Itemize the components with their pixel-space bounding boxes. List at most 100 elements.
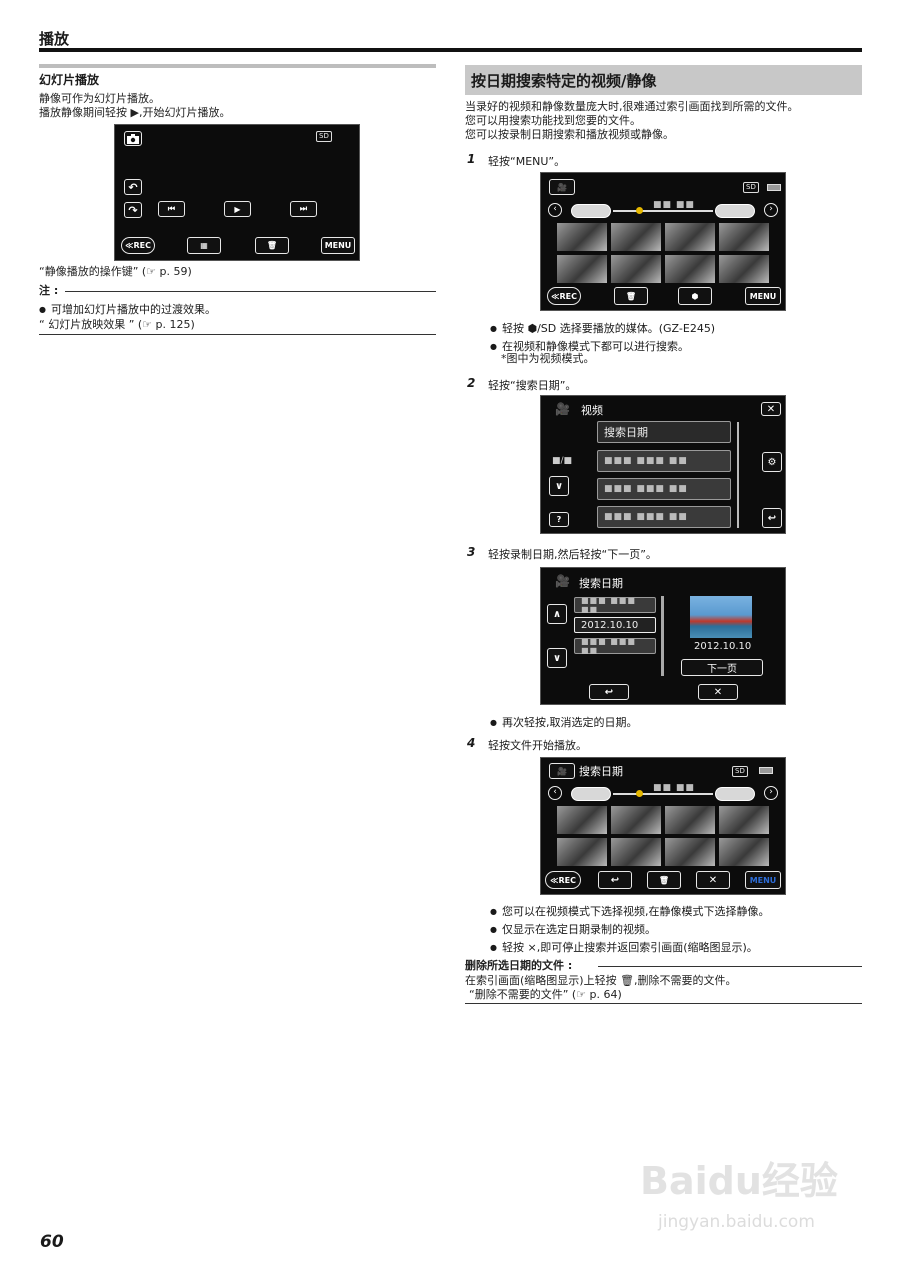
step-number: 1	[467, 152, 476, 166]
bullet: 在视频和静像模式下都可以进行搜索。	[490, 338, 689, 354]
thumbnail[interactable]	[665, 838, 715, 866]
next-page-icon[interactable]: ›	[764, 786, 778, 800]
video-mode-icon[interactable]: 🎥	[549, 763, 575, 779]
trash-icon[interactable]: 🗑	[647, 871, 681, 889]
scrollbar[interactable]	[737, 422, 739, 528]
media-select-icon[interactable]: ⬢	[678, 287, 712, 305]
menu-item[interactable]: ■■■ ■■■ ■■	[597, 478, 731, 500]
section-title-slideshow: 幻灯片播放	[39, 73, 100, 87]
step-number: 2	[467, 376, 476, 390]
thumbnail[interactable]	[611, 255, 661, 283]
video-mode-icon[interactable]: 🎥	[549, 179, 575, 195]
menu-button[interactable]: MENU	[321, 237, 355, 254]
next-button[interactable]: ⏭	[290, 201, 317, 217]
thumbnail[interactable]	[719, 806, 769, 834]
timeline-marker[interactable]	[636, 207, 643, 214]
previous-button[interactable]: ⏮	[158, 201, 185, 217]
previous-page-icon[interactable]: ‹	[548, 786, 562, 800]
reference-link[interactable]: “静像播放的操作键” (☞ p. 59)	[39, 265, 192, 278]
close-icon[interactable]: ✕	[761, 402, 781, 416]
scroll-up-icon[interactable]: ∧	[547, 604, 567, 624]
note-item: 可增加幻灯片播放中的过渡效果。	[39, 301, 216, 317]
play-button[interactable]: ▶	[224, 201, 251, 217]
rotate-left-button[interactable]: ↶	[124, 179, 142, 195]
menu-item-search-date[interactable]: 搜索日期	[597, 421, 731, 443]
step-text: 轻按“搜索日期”。	[488, 379, 577, 392]
trash-icon[interactable]: 🗑	[255, 237, 289, 254]
delete-note-title: 删除所选日期的文件 :	[465, 959, 573, 972]
scroll-down-icon[interactable]: ∨	[549, 476, 569, 496]
rec-button[interactable]: ≪REC	[545, 871, 581, 889]
back-icon[interactable]: ↩	[762, 508, 782, 528]
sd-badge: SD	[732, 766, 748, 777]
intro-line: 您可以用搜索功能找到您要的文件。	[465, 114, 641, 127]
delete-note-text: 在索引画面(缩略图显示)上轻按 🗑,删除不需要的文件。	[465, 974, 737, 987]
chapter-title: 播放	[39, 30, 70, 48]
thumbnail[interactable]	[611, 223, 661, 251]
thumbnail[interactable]	[665, 806, 715, 834]
timeline-bar	[613, 793, 713, 795]
note-reference-link[interactable]: “ 幻灯片放映效果 ” (☞ p. 125)	[39, 318, 195, 331]
timeline-marker[interactable]	[636, 790, 643, 797]
intro-line: 静像可作为幻灯片播放。	[39, 92, 160, 105]
next-page-button[interactable]: 下一页	[681, 659, 763, 676]
close-icon[interactable]: ✕	[696, 871, 730, 889]
previous-page-icon[interactable]: ‹	[548, 203, 562, 217]
bullet: 轻按 ⬢/SD 选择要播放的媒体。(GZ-E245)	[490, 320, 715, 336]
date-pill	[571, 204, 611, 218]
step-number: 4	[467, 736, 476, 750]
note-rule	[65, 291, 436, 292]
thumbnail[interactable]	[665, 223, 715, 251]
date-pill	[715, 204, 755, 218]
back-icon[interactable]: ↩	[589, 684, 629, 700]
date-label: ■■ ■■	[653, 783, 695, 793]
menu-item[interactable]: ■■■ ■■■ ■■	[597, 450, 731, 472]
thumbnail[interactable]	[719, 838, 769, 866]
close-icon[interactable]: ✕	[698, 684, 738, 700]
thumbnail[interactable]	[557, 806, 607, 834]
bullet: 轻按 ×,即可停止搜索并返回索引画面(缩略图显示)。	[490, 939, 758, 955]
index-screen: 🎥 SD ‹ ■■ ■■ › ≪REC 🗑 ⬢ MENU	[540, 172, 786, 311]
date-item[interactable]: ■■■ ■■■ ■■	[574, 596, 656, 614]
gear-icon[interactable]: ⚙	[762, 452, 782, 472]
trash-icon[interactable]: 🗑	[614, 287, 648, 305]
thumbnail[interactable]	[719, 223, 769, 251]
bullet-subnote: *图中为视频模式。	[501, 352, 595, 365]
mode-indicator: ■/■	[552, 456, 573, 466]
rec-button[interactable]: ≪REC	[547, 287, 581, 305]
thumbnail[interactable]	[557, 838, 607, 866]
menu-button[interactable]: MENU	[745, 287, 781, 305]
battery-icon	[759, 767, 773, 774]
thumbnail[interactable]	[719, 255, 769, 283]
scrollbar[interactable]	[661, 596, 664, 676]
note-label: 注 :	[39, 284, 59, 297]
battery-icon	[767, 184, 781, 191]
delete-reference-link[interactable]: “删除不需要的文件” (☞ p. 64)	[469, 988, 622, 1001]
step-number: 3	[467, 545, 476, 559]
page-number: 60	[40, 1232, 64, 1252]
date-pill	[715, 787, 755, 801]
date-search-screen: 🎥 搜索日期 ∧ ∨ ■■■ ■■■ ■■ 2012.10.10 ■■■ ■■■…	[540, 567, 786, 705]
scroll-down-icon[interactable]: ∨	[547, 648, 567, 668]
rotate-right-button[interactable]: ↷	[124, 202, 142, 218]
preview-date: 2012.10.10	[694, 641, 752, 652]
thumbnail[interactable]	[557, 223, 607, 251]
help-button[interactable]: ?	[549, 512, 569, 527]
video-mode-icon: 🎥	[555, 402, 570, 416]
menu-item[interactable]: ■■■ ■■■ ■■	[597, 506, 731, 528]
step-text: 轻按录制日期,然后轻按“下一页”。	[488, 548, 657, 561]
next-page-icon[interactable]: ›	[764, 203, 778, 217]
date-item[interactable]: ■■■ ■■■ ■■	[574, 637, 656, 655]
index-view-button[interactable]: ▦	[187, 237, 221, 254]
rec-button[interactable]: ≪REC	[121, 237, 155, 254]
date-item-selected[interactable]: 2012.10.10	[574, 617, 656, 633]
back-icon[interactable]: ↩	[598, 871, 632, 889]
screen-title: 搜索日期	[579, 577, 623, 590]
thumbnail[interactable]	[611, 838, 661, 866]
thumbnail[interactable]	[611, 806, 661, 834]
sd-badge: SD	[743, 182, 759, 193]
thumbnail[interactable]	[665, 255, 715, 283]
menu-button[interactable]: MENU	[745, 871, 781, 889]
thumbnail[interactable]	[557, 255, 607, 283]
section-title-date-search: 按日期搜索特定的视频/静像	[471, 72, 657, 90]
